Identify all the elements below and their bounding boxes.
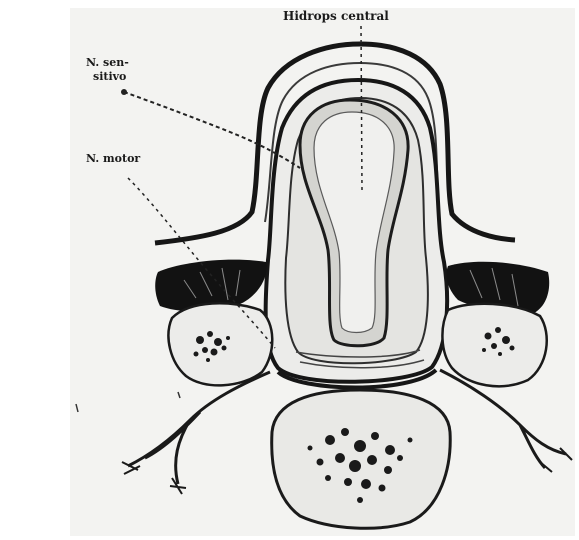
nervio-sensitivo-label-line2: sitivo <box>93 71 126 83</box>
nervio-sensitivo-label-line1: N. sen- <box>86 57 129 69</box>
nervio-motor-label: N. motor <box>86 153 140 165</box>
hidrops-central-label: Hidrops central <box>283 10 389 22</box>
vertebral-body <box>272 390 451 528</box>
sensitivo-leader-dot <box>121 89 127 95</box>
